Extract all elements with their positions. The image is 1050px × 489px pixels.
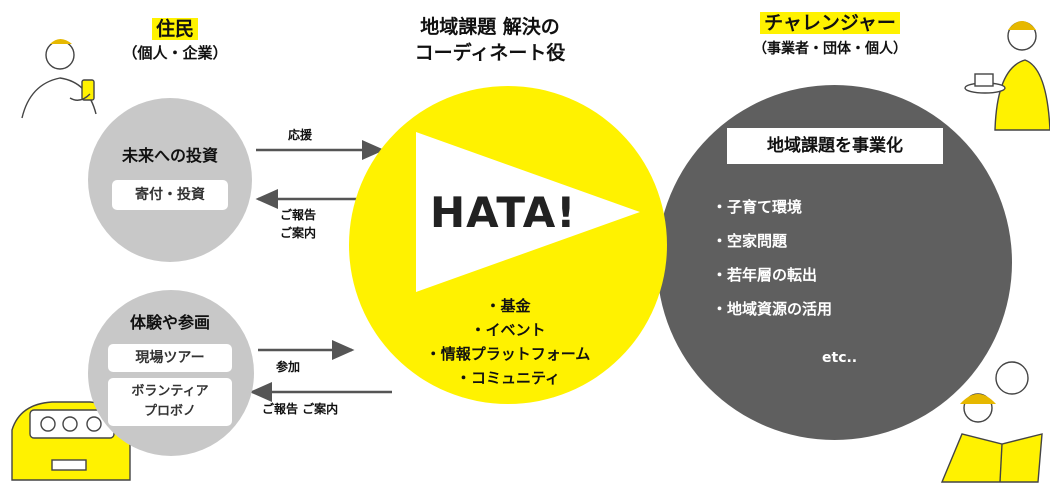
experience-heading: 体験や参画 bbox=[129, 313, 210, 332]
challenger-etc: etc.. bbox=[822, 350, 858, 366]
challengers-subtitle: （事業者・団体・個人） bbox=[753, 41, 907, 57]
hub-caption: 地域課題 解決の コーディネート役 bbox=[414, 16, 566, 64]
waitress-illustration bbox=[964, 21, 1050, 131]
car-family-illustration bbox=[11, 401, 131, 481]
report-guide-label-2: ご報告 ご案内 bbox=[262, 402, 339, 416]
volunteer-probono-pill: ボランティア プロボノ bbox=[108, 378, 232, 426]
challenger-item-youth-outflow: ・若年層の転出 bbox=[712, 266, 818, 284]
investment-heading: 未来への投資 bbox=[121, 146, 218, 165]
hata-logo: HATA! bbox=[430, 188, 577, 237]
residents-title: 住民 bbox=[110, 14, 240, 41]
challenger-list: ・子育て環境 ・空家問題 ・若年層の転出 ・地域資源の活用 bbox=[712, 196, 832, 332]
site-tour-pill: 現場ツアー bbox=[108, 344, 232, 372]
business-box: 地域課題を事業化 bbox=[727, 128, 943, 164]
guide-label-1: ご案内 bbox=[280, 226, 317, 240]
donation-investment-pill: 寄付・投資 bbox=[112, 180, 228, 210]
hub-item-info-platform: ・情報プラットフォーム bbox=[425, 345, 591, 363]
hub-item-community: ・コミュニティ bbox=[455, 369, 561, 387]
challenger-item-childcare: ・子育て環境 bbox=[712, 198, 803, 216]
report-label-1: ご報告 bbox=[280, 208, 317, 222]
experience-circle bbox=[88, 290, 254, 456]
challenger-item-local-resources: ・地域資源の活用 bbox=[712, 300, 833, 318]
person-with-phone-illustration bbox=[21, 39, 97, 119]
reading-family-illustration bbox=[940, 361, 1043, 483]
participate-label: 参加 bbox=[276, 360, 301, 374]
play-triangle-icon bbox=[416, 132, 640, 292]
hub-item-fund: ・基金 bbox=[485, 297, 531, 315]
residents-subtitle: （個人・企業） bbox=[122, 44, 228, 62]
hub-items: ・基金 ・イベント ・情報プラットフォーム ・コミュニティ bbox=[380, 294, 636, 390]
challengers-title: チャレンジャー bbox=[730, 8, 930, 35]
support-label: 応援 bbox=[288, 128, 313, 142]
hub-item-event: ・イベント bbox=[470, 321, 546, 339]
challenger-item-vacant-house: ・空家問題 bbox=[712, 232, 788, 250]
